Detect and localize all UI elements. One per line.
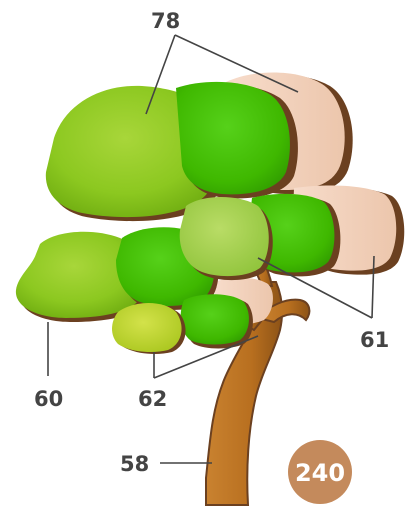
label-58: 58 (120, 452, 149, 476)
canopy-bottom-green (181, 294, 253, 348)
page-badge: 240 (288, 440, 352, 504)
canopy-bottom-yellow (112, 303, 186, 354)
badge-number: 240 (295, 459, 345, 487)
label-60: 60 (34, 387, 63, 411)
label-78: 78 (151, 9, 180, 33)
label-61: 61 (360, 328, 389, 352)
label-62: 62 (138, 387, 167, 411)
canopy-top-middle (176, 82, 298, 198)
